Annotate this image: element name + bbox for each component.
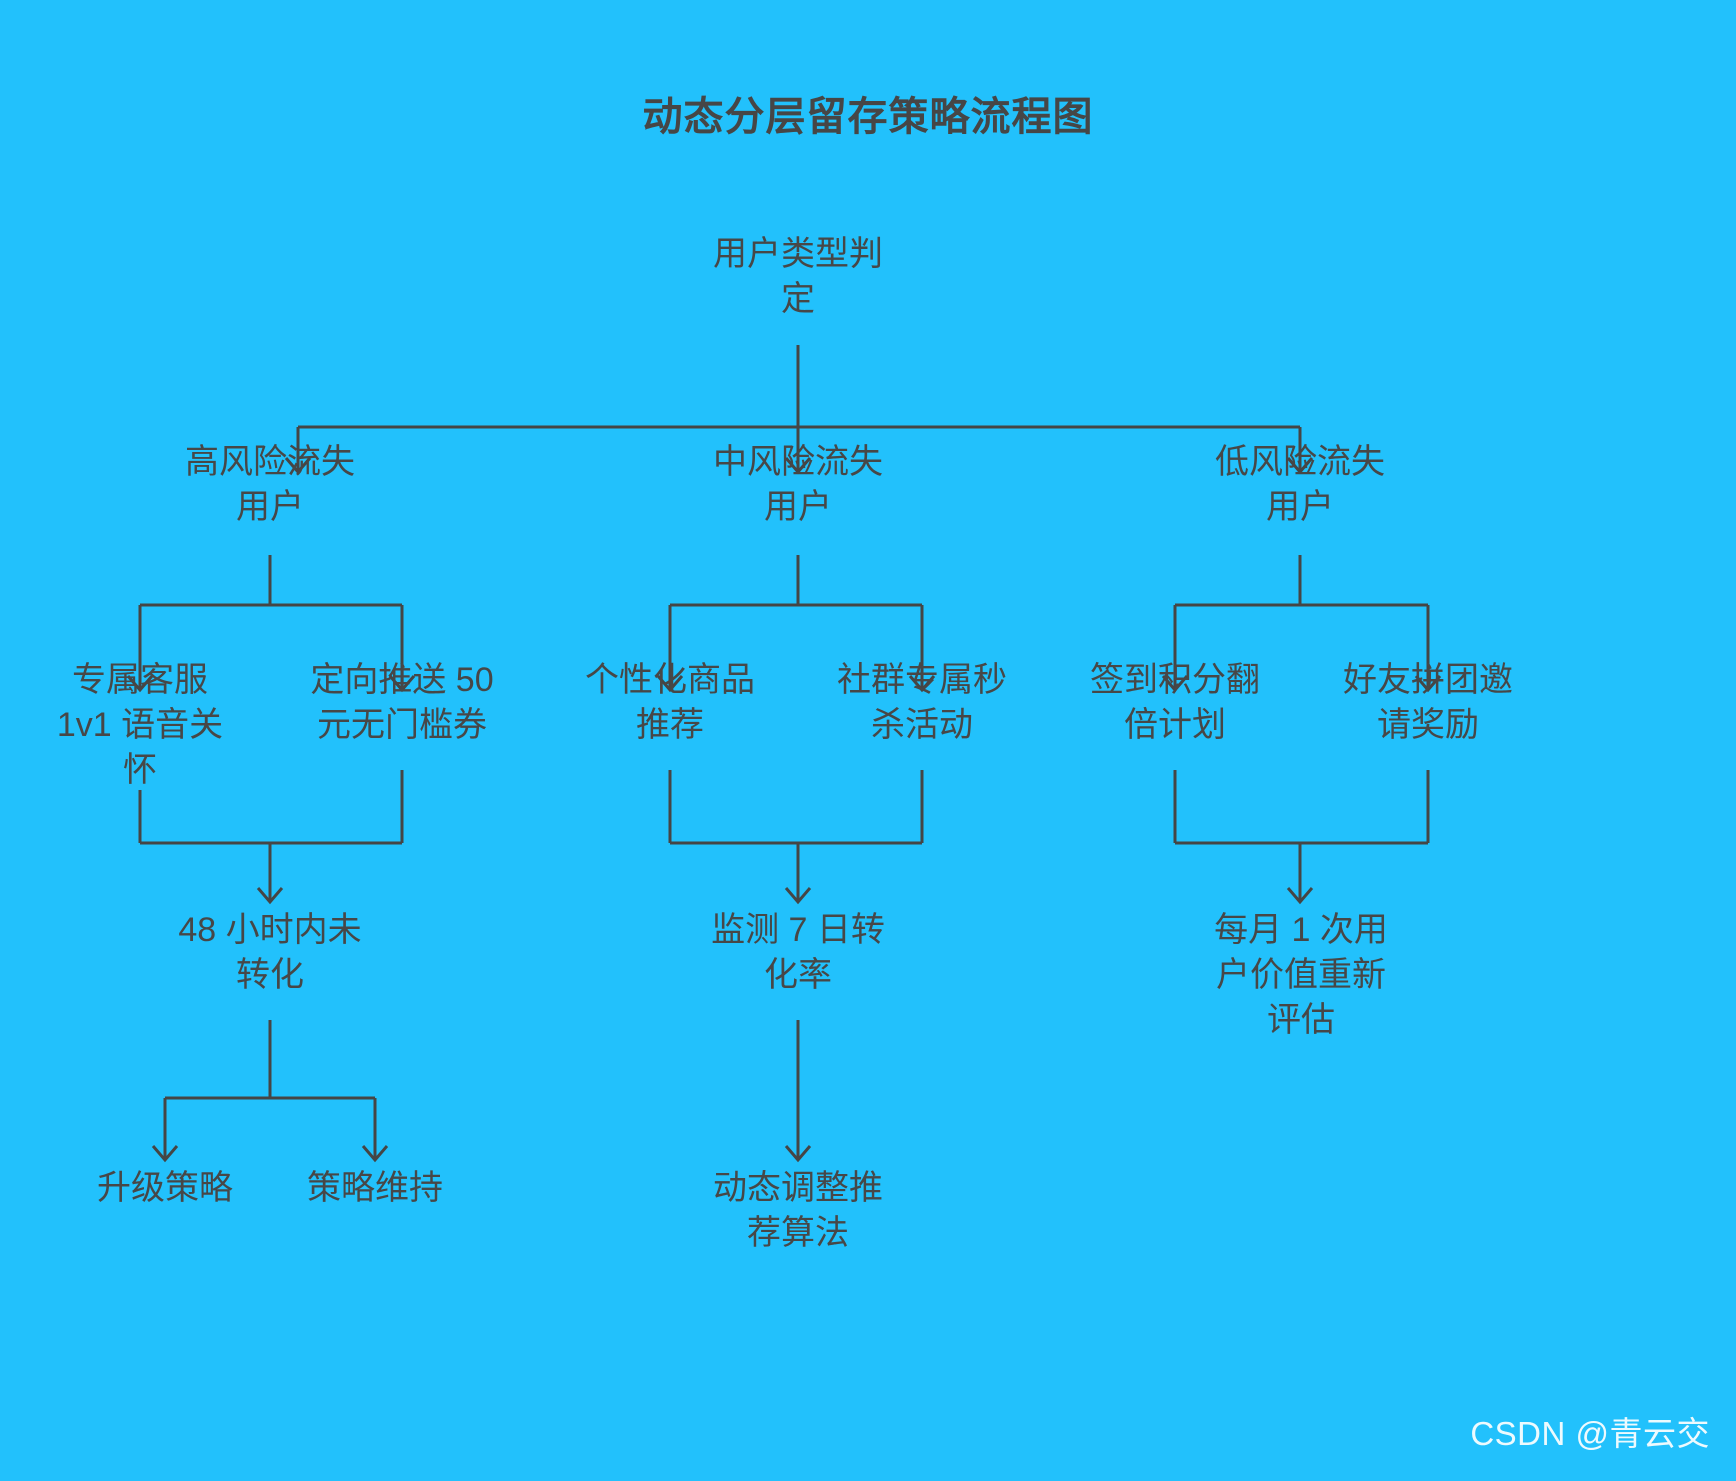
edge-root-to-tier2 bbox=[296, 345, 1302, 472]
edge-high-to-actions bbox=[138, 555, 404, 690]
node-high-risk-user[interactable]: 高风险流失 用户 bbox=[185, 443, 355, 526]
edge-mid-actions-to-check bbox=[668, 770, 924, 902]
node-dedicated-support[interactable]: 专属客服 1v1 语音关 怀 bbox=[56, 661, 224, 789]
node-friend-group-reward[interactable]: 好友拼团邀 请奖励 bbox=[1343, 661, 1513, 744]
edge-mid-to-actions bbox=[668, 555, 924, 690]
node-checkin-points-double[interactable]: 签到积分翻 倍计划 bbox=[1090, 661, 1260, 744]
node-community-flashsale[interactable]: 社群专属秒 杀活动 bbox=[837, 661, 1007, 744]
edge-low-to-actions bbox=[1173, 555, 1430, 690]
edge-low-actions-to-check bbox=[1173, 770, 1430, 902]
node-upgrade-strategy[interactable]: 升级策略 bbox=[97, 1169, 233, 1207]
page-title: 动态分层留存策略流程图 bbox=[642, 95, 1094, 139]
node-low-risk-user[interactable]: 低风险流失 用户 bbox=[1215, 443, 1385, 526]
node-mid-risk-user[interactable]: 中风险流失 用户 bbox=[713, 443, 883, 526]
node-root[interactable]: 用户类型判 定 bbox=[713, 235, 883, 318]
node-personalized-recommend[interactable]: 个性化商品 推荐 bbox=[585, 661, 755, 744]
node-dynamic-adjust-algorithm[interactable]: 动态调整推 荐算法 bbox=[713, 1169, 883, 1252]
edge-high-actions-to-check bbox=[138, 770, 404, 902]
node-monitor-7day-rate[interactable]: 监测 7 日转 化率 bbox=[711, 911, 885, 994]
arrowheads bbox=[126, 457, 1442, 1163]
node-48h-no-conversion[interactable]: 48 小时内未 转化 bbox=[178, 911, 362, 994]
node-maintain-strategy[interactable]: 策略维持 bbox=[307, 1169, 443, 1207]
edge-check-to-outcomes bbox=[163, 1020, 377, 1160]
node-targeted-coupon[interactable]: 定向推送 50 元无门槛券 bbox=[310, 661, 494, 744]
csdn-watermark: CSDN @青云交 bbox=[1470, 1415, 1710, 1452]
node-monthly-value-review[interactable]: 每月 1 次用 户价值重新 评估 bbox=[1214, 911, 1388, 1039]
